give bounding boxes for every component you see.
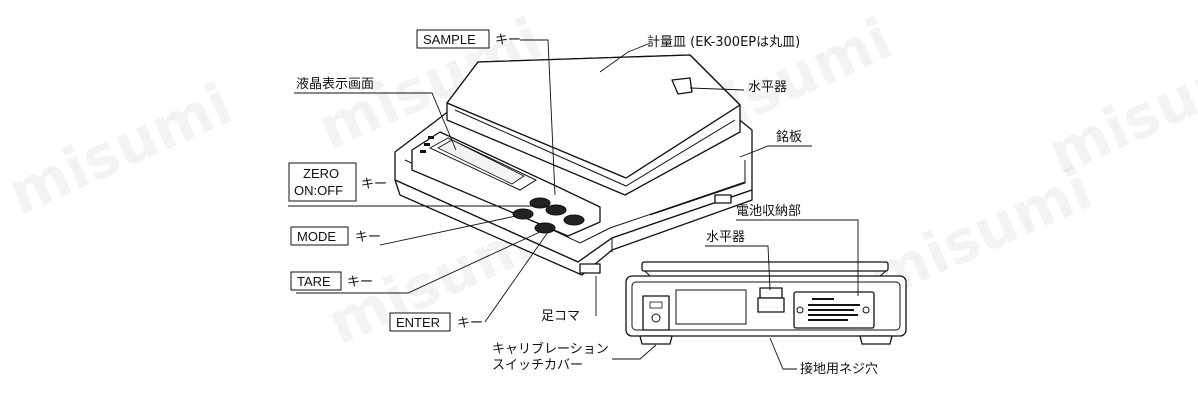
- print-key[interactable]: [563, 214, 585, 226]
- leader-level-top: [689, 87, 745, 91]
- leader-level-rear: [705, 245, 771, 291]
- battery-label-text: [808, 298, 860, 321]
- battery-screw-right: [862, 306, 870, 314]
- enter-key-label: ENTER: [396, 315, 440, 330]
- leader-mode: [379, 215, 517, 246]
- nameplate-label: 銘板: [776, 130, 802, 145]
- leader-enter: [484, 231, 549, 323]
- labels: SAMPLE キー 計量皿 (EK-300EPは丸皿) 水平器 液晶表示画面 銘…: [288, 29, 878, 377]
- weighing-pan-label: 計量皿 (EK-300EPは丸皿): [647, 34, 800, 50]
- tare-key-box: [290, 271, 342, 291]
- leader-display: [294, 92, 457, 151]
- foot-front: [579, 263, 601, 274]
- leader-nameplate: [739, 145, 812, 158]
- rear-pan-lip: [644, 270, 887, 277]
- zero-key[interactable]: [545, 204, 567, 216]
- mode-key-suffix: キー: [355, 230, 381, 245]
- scale-body-front-face: [394, 179, 753, 276]
- pan-rim: [454, 109, 736, 187]
- zero-key-label-1: ZERO: [303, 166, 339, 181]
- leader-ground: [769, 337, 797, 370]
- sample-key-suffix: キー: [495, 33, 521, 48]
- leader-cal: [612, 344, 657, 360]
- level-top-label: 水平器: [748, 80, 787, 95]
- rear-foot-right: [859, 335, 893, 345]
- watermark-6: misumi: [1038, 29, 1198, 187]
- zero-key-label-2: ON:OFF: [294, 183, 343, 198]
- rear-panel: [675, 289, 747, 325]
- tare-key-label: TARE: [297, 274, 331, 289]
- side-panel: [649, 160, 746, 216]
- foot-right: [714, 194, 732, 204]
- leader-battery: [736, 219, 859, 296]
- foot-label: 足コマ: [541, 309, 580, 324]
- rear-body-inner: [631, 281, 901, 331]
- lcd-display: [437, 139, 525, 185]
- mode-key-box: [290, 226, 349, 246]
- level-indicator-rear: [759, 287, 783, 299]
- rear-pan-plate: [641, 261, 889, 272]
- cal-switch-slot: [649, 301, 663, 309]
- cal-switch-cover[interactable]: [642, 295, 670, 331]
- sample-key-label: SAMPLE: [423, 32, 476, 47]
- leader-lines: [288, 39, 859, 370]
- level-indicator-top: [671, 77, 693, 95]
- cal-switch-screw: [651, 313, 661, 323]
- zero-key-box: [288, 162, 357, 202]
- display-indicators: [420, 136, 434, 153]
- leader-tare: [296, 231, 541, 294]
- sample-key[interactable]: [529, 197, 551, 209]
- enter-key-box: [389, 312, 451, 332]
- leader-sample: [520, 39, 556, 196]
- display-label: 液晶表示画面: [296, 77, 374, 92]
- leader-pan: [599, 43, 649, 73]
- sample-key-box: [416, 29, 490, 49]
- scale-front-view: [394, 54, 753, 276]
- level-rear-label: 水平器: [706, 230, 745, 245]
- scale-rear-view: [625, 261, 907, 345]
- tare-key-suffix: キー: [347, 275, 373, 290]
- tare-enter-key[interactable]: [534, 222, 556, 234]
- watermark-1: misumi: [0, 69, 242, 227]
- level-mount: [757, 297, 785, 313]
- enter-key-suffix: キー: [457, 316, 483, 331]
- mode-key-label: MODE: [297, 229, 336, 244]
- ground-label: 接地用ネジ穴: [800, 361, 878, 377]
- rear-foot-left: [639, 335, 673, 345]
- battery-screw-left: [796, 306, 804, 314]
- cal-label-2: スイッチカバー: [492, 358, 583, 373]
- battery-label: 電池収納部: [736, 204, 801, 219]
- pan-edge: [446, 102, 741, 179]
- cal-label-1: キャリブレーション: [492, 341, 609, 357]
- display-screen-outline: [428, 137, 538, 191]
- zero-key-suffix: キー: [361, 177, 387, 192]
- mode-key[interactable]: [512, 208, 534, 220]
